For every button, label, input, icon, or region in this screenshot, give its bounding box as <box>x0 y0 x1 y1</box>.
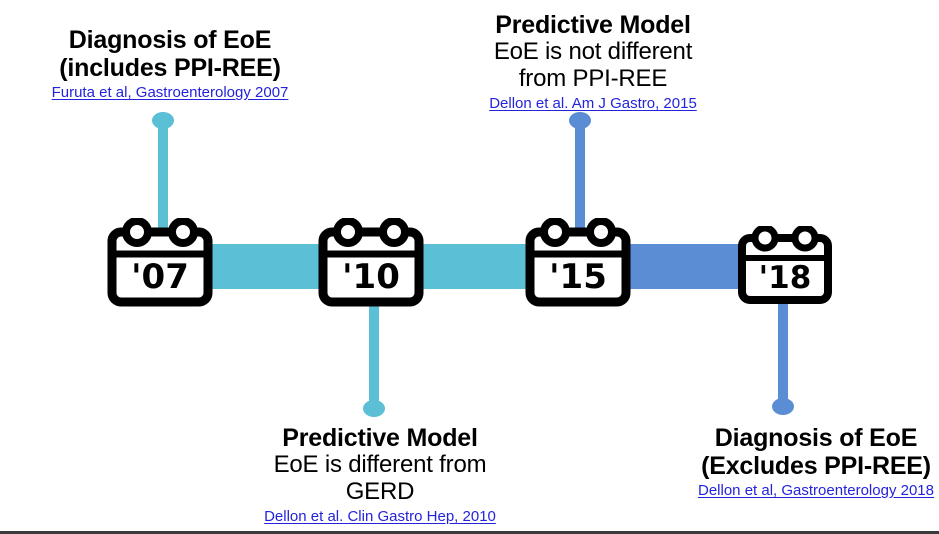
leader-dot-2010 <box>363 400 385 417</box>
calendar-icon-2015: '15 <box>522 218 634 308</box>
milestone-citation-link[interactable]: Furuta et al, Gastroenterology 2007 <box>51 84 289 101</box>
milestone-title: Diagnosis of EoE <box>68 26 272 54</box>
footer-divider <box>0 531 939 534</box>
milestone-subtitle-line2: from PPI-REE <box>518 64 668 92</box>
milestone-subtitle: EoE is different from <box>273 451 487 478</box>
milestone-title: Predictive Model <box>495 11 691 39</box>
milestone-citation-link[interactable]: Dellon et al, Gastroenterology 2018 <box>698 482 934 499</box>
milestone-annotation-2015: Predictive Model EoE is not different fr… <box>443 11 743 113</box>
leader-dot-2015 <box>569 112 591 129</box>
timeline-connector-2007-2010 <box>205 244 330 289</box>
milestone-subtitle: EoE is not different <box>493 38 693 65</box>
milestone-annotation-2007: Diagnosis of EoE (includes PPI-REE) Furu… <box>20 26 320 102</box>
milestone-title: Diagnosis of EoE <box>714 424 918 452</box>
timeline-connector-2010-2015 <box>415 244 545 289</box>
calendar-year-label: '18 <box>759 260 812 296</box>
milestone-annotation-2018: Diagnosis of EoE (Excludes PPI-REE) Dell… <box>686 424 939 500</box>
milestone-title: Predictive Model <box>282 424 478 452</box>
leader-line-2018 <box>772 300 794 415</box>
milestone-title-line2: (Excludes PPI-REE) <box>701 452 931 480</box>
leader-dot-2007 <box>152 112 174 129</box>
calendar-icon-2010: '10 <box>315 218 427 308</box>
calendar-year-label: '07 <box>131 257 189 297</box>
calendar-year-label: '15 <box>549 257 607 297</box>
leader-line-2010 <box>363 300 385 417</box>
milestone-subtitle-line2: GERD <box>345 477 415 505</box>
calendar-icon-2007: '07 <box>104 218 216 308</box>
milestone-annotation-2010: Predictive Model EoE is different from G… <box>240 424 520 526</box>
calendar-year-label: '10 <box>342 257 400 297</box>
leader-dot-2018 <box>772 398 794 415</box>
leader-line-2007 <box>152 112 174 234</box>
leader-line-2015 <box>569 112 591 234</box>
milestone-title-line2: (includes PPI-REE) <box>59 54 281 82</box>
milestone-citation-link[interactable]: Dellon et al. Am J Gastro, 2015 <box>489 94 697 112</box>
milestone-citation-link[interactable]: Dellon et al. Clin Gastro Hep, 2010 <box>264 507 496 525</box>
calendar-icon-2018: '18 <box>735 226 835 306</box>
